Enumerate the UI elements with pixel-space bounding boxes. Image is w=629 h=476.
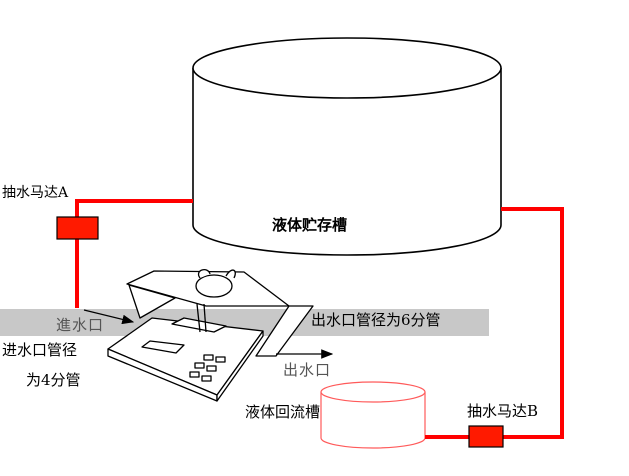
pump-a-label: 抽水马达A bbox=[2, 185, 69, 201]
storage-tank bbox=[192, 37, 502, 256]
inlet-spec-line2: 为4分管 bbox=[26, 371, 81, 389]
return-tank bbox=[320, 381, 426, 449]
outlet-device-label: 出水口 bbox=[283, 361, 332, 379]
storage-tank-label: 液体贮存槽 bbox=[272, 216, 348, 234]
inlet-spec-line1: 进水口管径 bbox=[2, 341, 78, 359]
pump-a-icon bbox=[56, 216, 99, 240]
pump-b-label: 抽水马达B bbox=[467, 402, 539, 420]
arrow-right-icon bbox=[83, 309, 135, 325]
return-tank-label: 液体回流槽 bbox=[245, 403, 321, 421]
pipe-a bbox=[75, 199, 193, 308]
flow-meter-device bbox=[107, 268, 314, 402]
outlet-spec-label: 出水口管径为6分管 bbox=[311, 311, 441, 329]
pump-b-icon bbox=[468, 425, 504, 448]
inlet-device-label: 進水口 bbox=[56, 316, 105, 334]
